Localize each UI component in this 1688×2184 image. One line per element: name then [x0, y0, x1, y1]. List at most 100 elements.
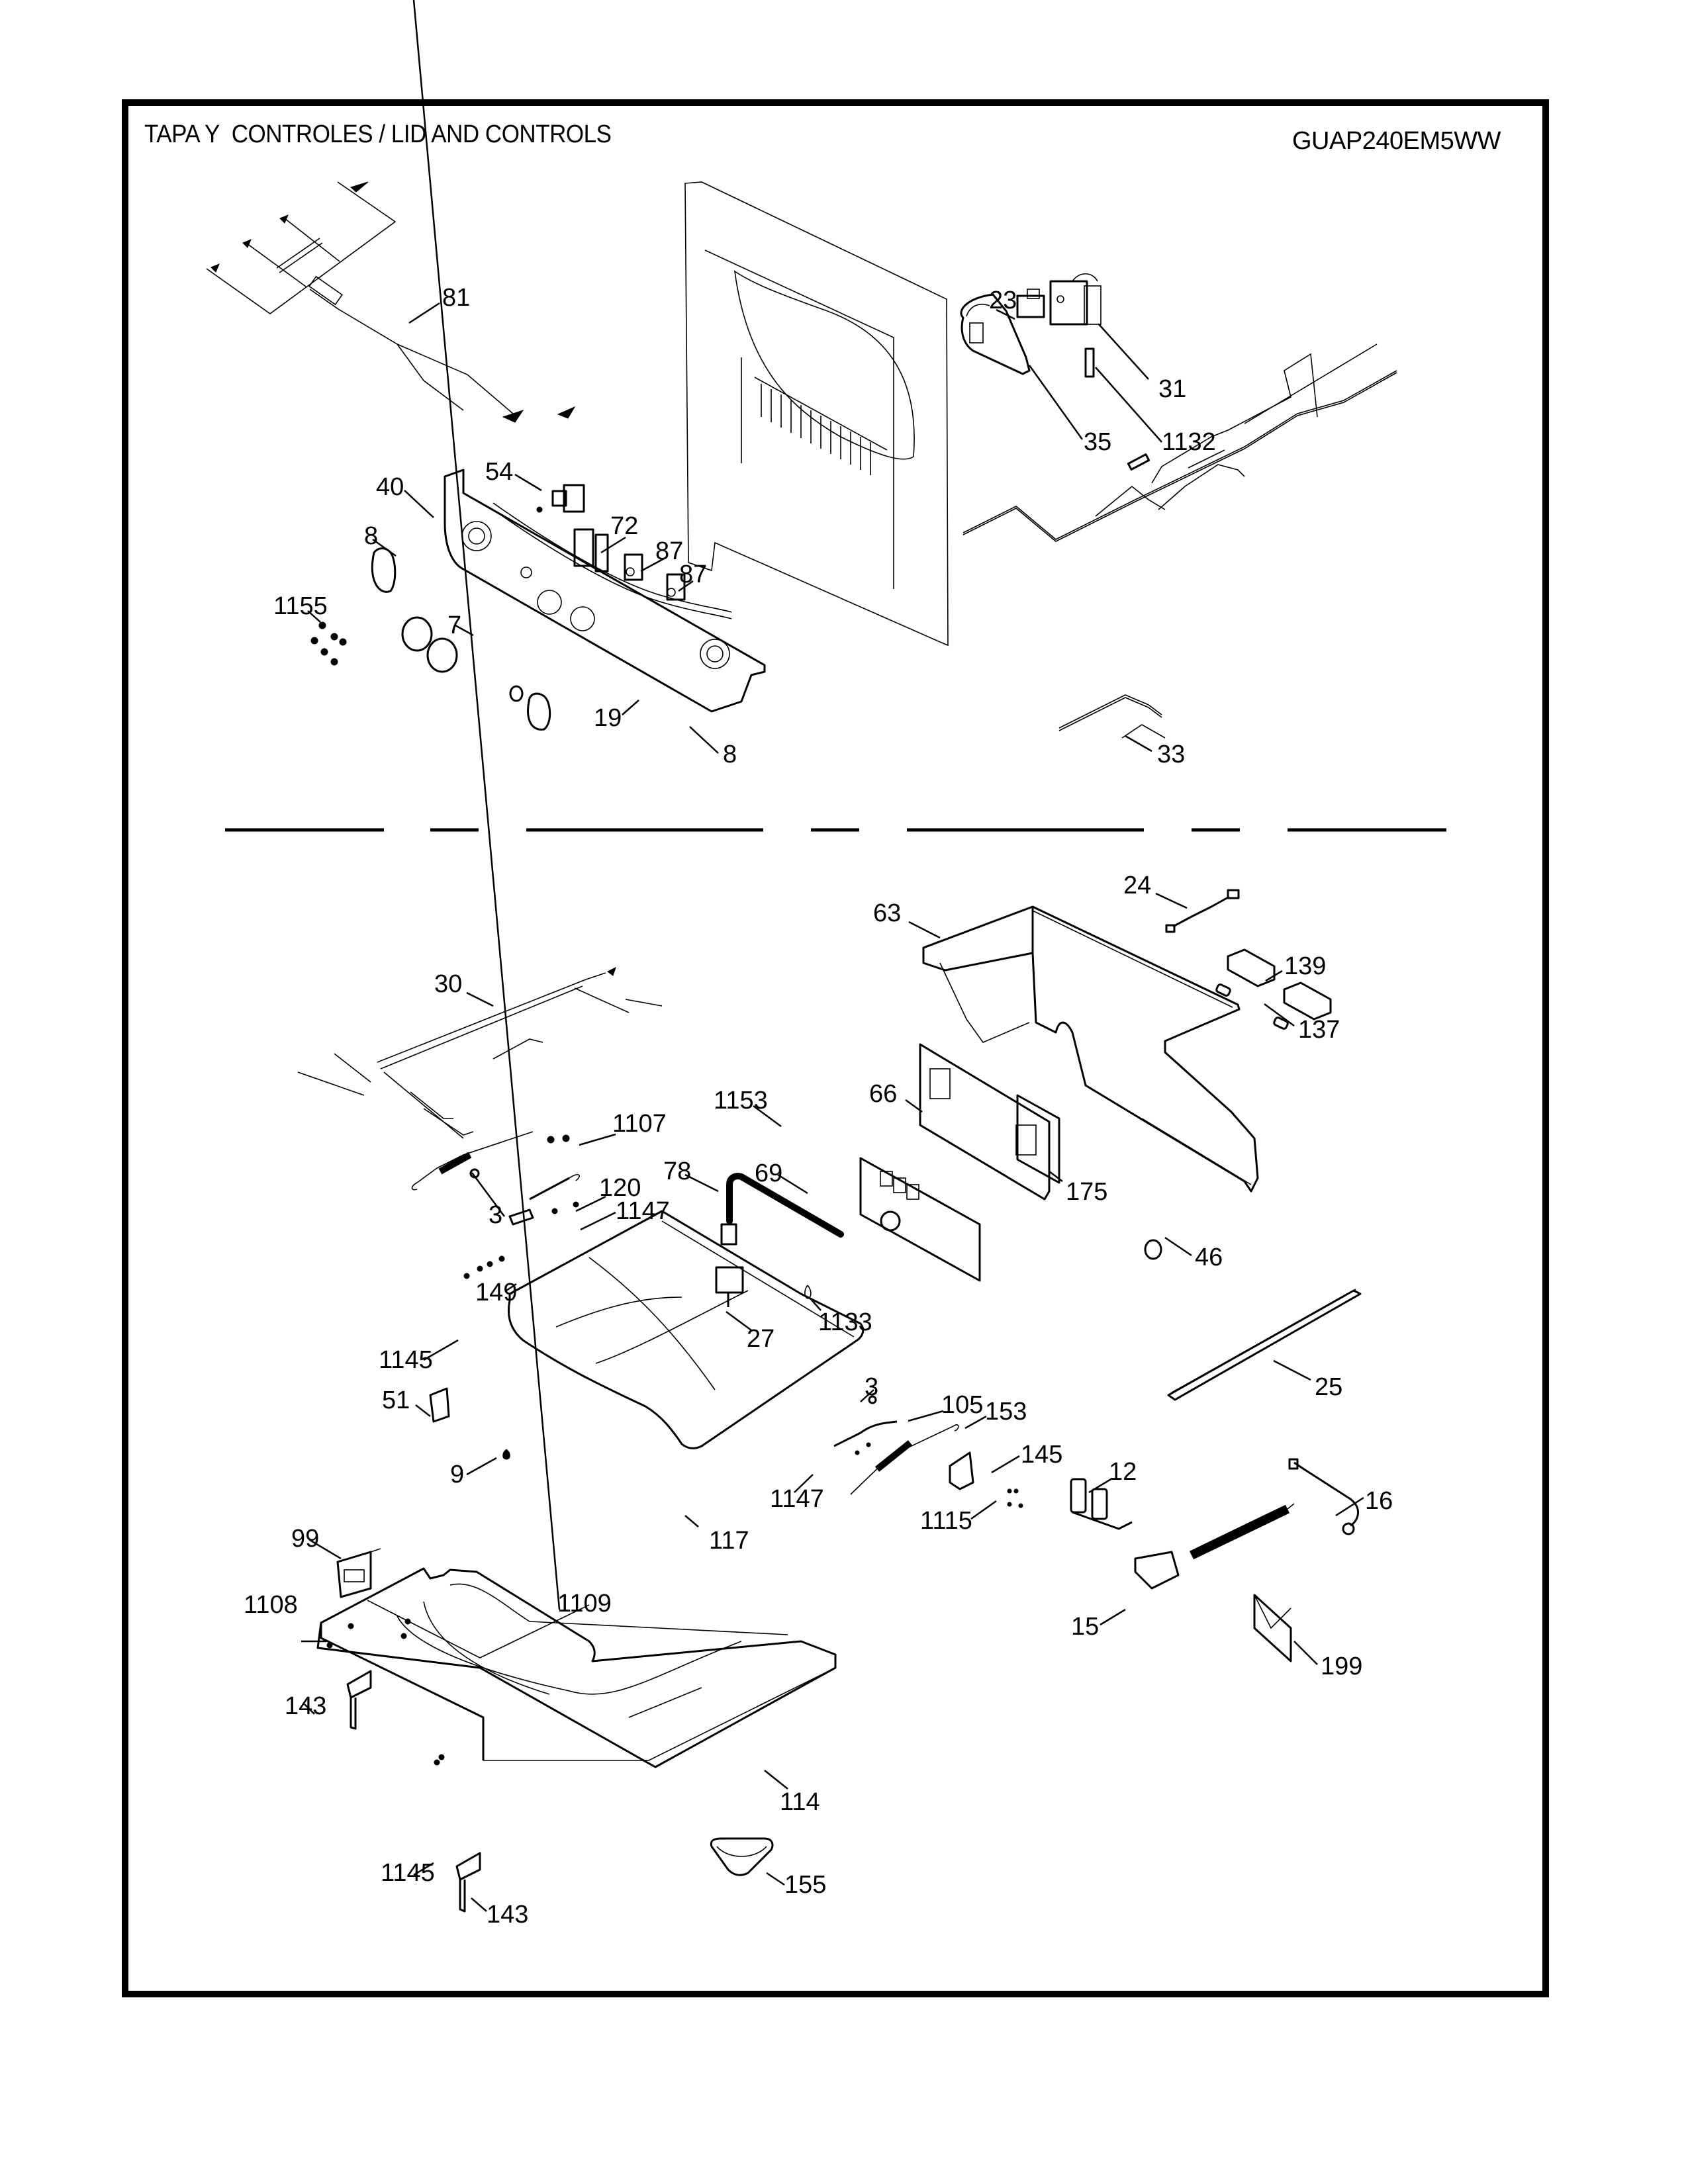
- callout-8-lower: 8: [723, 741, 737, 768]
- callout-149: 149: [475, 1279, 517, 1306]
- callout-1133: 1133: [818, 1308, 872, 1336]
- part-12-water-valve: [1070, 1478, 1133, 1530]
- callout-31: 31: [1158, 375, 1186, 403]
- part-7-knob-a: [401, 616, 433, 652]
- callout-33: 33: [1157, 741, 1185, 768]
- part-114-top-cover: [316, 1567, 837, 1768]
- part-8-knob-upper: [371, 547, 397, 593]
- callouts-upper: 81 23 31 35 1132 54 40 72 87 87 8 1155 7…: [273, 284, 1216, 768]
- part-1108-screws: [326, 1623, 354, 1649]
- part-145-hinge: [949, 1451, 974, 1490]
- callout-1132: 1132: [1162, 428, 1216, 456]
- part-63-bracket: [922, 905, 1259, 1193]
- callout-1109: 1109: [557, 1590, 612, 1617]
- part-105-rod: [833, 1420, 898, 1447]
- callout-114: 114: [780, 1788, 820, 1816]
- part-16-wire: [1288, 1458, 1359, 1535]
- callout-78: 78: [663, 1158, 691, 1185]
- part-3-nut-lower: [868, 1395, 877, 1404]
- callout-69: 69: [755, 1160, 782, 1187]
- callout-1147-upper: 1147: [616, 1197, 670, 1225]
- part-30-wire-harness: [297, 967, 663, 1139]
- spring-left: [411, 1131, 534, 1191]
- part-1147-screw-lower: [855, 1442, 871, 1455]
- callout-35: 35: [1084, 428, 1111, 456]
- part-69-control-board: [859, 1157, 981, 1282]
- part-78-hose: [720, 1173, 844, 1246]
- part-143-hinge-bracket-lower: [455, 1852, 481, 1913]
- part-31-timer: [1049, 273, 1102, 326]
- callout-1108: 1108: [244, 1591, 298, 1619]
- part-1132-strip: [1084, 347, 1095, 378]
- callout-8-upper: 8: [364, 522, 378, 550]
- backsplash-panel: [684, 181, 949, 647]
- part-87-switch-a: [624, 553, 643, 581]
- part-139-fuse-holder-a: [1227, 948, 1276, 987]
- callout-175: 175: [1066, 1178, 1107, 1206]
- part-40-control-panel: [444, 469, 766, 713]
- callout-155: 155: [784, 1871, 826, 1899]
- part-1145-screws-lower: [434, 1754, 445, 1766]
- part-137-fuse-a: [1215, 983, 1231, 997]
- callout-25: 25: [1315, 1373, 1342, 1401]
- callout-1115: 1115: [920, 1507, 972, 1535]
- diagram-title: TAPA Y CONTROLES / LID AND CONTROLS: [144, 120, 612, 148]
- part-117-lid: [507, 1210, 865, 1449]
- callout-153: 153: [985, 1398, 1027, 1426]
- callout-145: 145: [1021, 1441, 1062, 1469]
- callout-12: 12: [1109, 1458, 1137, 1486]
- callout-23: 23: [989, 287, 1017, 314]
- callouts-lower: 24 63 139 137 30 1153 66 175 1107 78 69 …: [244, 0, 1393, 1929]
- callout-9: 9: [450, 1461, 464, 1488]
- callout-19: 19: [594, 704, 622, 732]
- part-23-switch: [1016, 289, 1045, 318]
- page-border: [122, 99, 1549, 1997]
- part-1107-screws: [547, 1134, 570, 1144]
- part-139-fuse-holder-b: [1283, 981, 1332, 1021]
- callout-143-lower: 143: [487, 1901, 528, 1929]
- callout-16: 16: [1365, 1487, 1393, 1515]
- part-66-board-cover: [919, 1043, 1051, 1201]
- callout-46: 46: [1195, 1244, 1223, 1271]
- part-99-lid-lock: [336, 1548, 381, 1598]
- part-1109-screws: [400, 1618, 411, 1639]
- callout-15: 15: [1071, 1613, 1099, 1641]
- callout-51: 51: [382, 1387, 410, 1414]
- part-54-switch: [536, 484, 585, 513]
- part-143-hinge-bracket-upper: [346, 1670, 372, 1730]
- part-1145-screws-upper: [463, 1255, 505, 1279]
- callout-1155: 1155: [273, 592, 328, 620]
- part-199-literature: [1253, 1594, 1292, 1662]
- part-35-timer-bracket: [960, 293, 1031, 375]
- part-120-rod: [529, 1173, 580, 1201]
- callout-120: 120: [599, 1174, 641, 1202]
- callout-66: 66: [869, 1080, 897, 1108]
- part-155-cap: [710, 1837, 774, 1876]
- callout-139: 139: [1284, 952, 1326, 980]
- part-7-knob-b: [426, 637, 458, 673]
- callout-137: 137: [1298, 1016, 1340, 1044]
- callout-199: 199: [1321, 1653, 1362, 1680]
- callout-72: 72: [610, 512, 638, 540]
- callout-63: 63: [873, 899, 901, 927]
- part-1115-screws: [1007, 1488, 1023, 1508]
- callout-81: 81: [442, 284, 470, 312]
- part-33-wire-harness: [962, 343, 1397, 739]
- callout-24: 24: [1123, 872, 1151, 899]
- part-175-insulation: [1016, 1094, 1060, 1184]
- part-25-strip: [1167, 1289, 1362, 1401]
- part-19-button: [509, 685, 524, 702]
- part-153-spring: [850, 1424, 959, 1495]
- part-24-wire: [1165, 889, 1240, 933]
- callout-105: 105: [941, 1391, 983, 1419]
- part-137-fuse-b: [1273, 1017, 1289, 1030]
- part-15-inlet: [1134, 1503, 1295, 1590]
- callout-30: 30: [434, 970, 462, 998]
- callout-1107: 1107: [612, 1110, 667, 1138]
- callout-117: 117: [709, 1527, 749, 1555]
- model-number: GUAP240EM5WW: [1292, 127, 1501, 155]
- part-8-knob-lower: [527, 692, 551, 731]
- part-27-pressure-switch: [715, 1266, 744, 1307]
- part-9-bumper: [502, 1449, 510, 1460]
- part-46-clamp: [1144, 1239, 1162, 1260]
